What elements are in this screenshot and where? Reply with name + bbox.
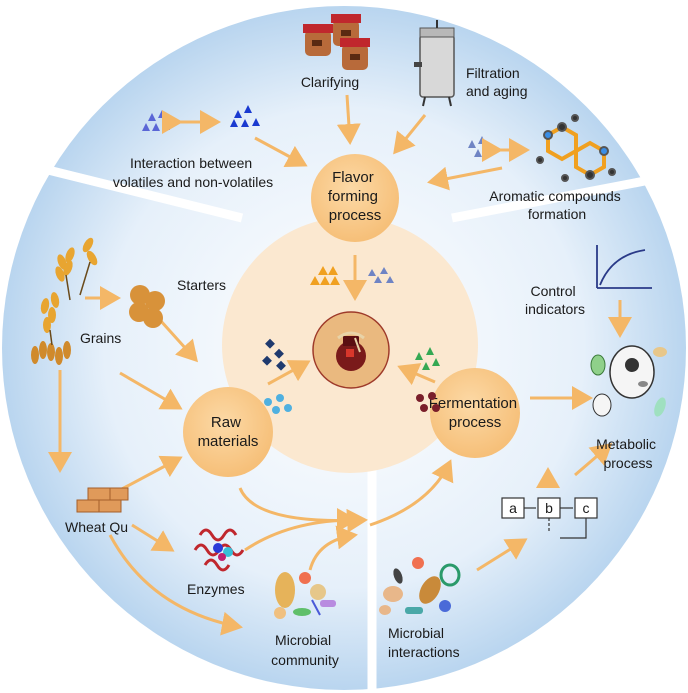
blue-triangles-left — [142, 105, 260, 134]
interaction-label-2: volatiles and non-volatiles — [113, 174, 273, 190]
svg-text:Microbial community: Microbial community — [271, 632, 339, 668]
raw-label-2: materials — [198, 433, 259, 450]
microbes-icon — [274, 572, 336, 619]
pathway-diagram — [501, 497, 598, 539]
starters-icon — [129, 285, 165, 328]
metabolic-label-2: process — [603, 455, 652, 471]
control-indicators-label-1: Control — [530, 283, 575, 299]
maroon-dots — [416, 392, 440, 412]
molecule-icon — [536, 114, 616, 182]
svg-text:Metabolic process: Metabolic process — [596, 436, 660, 471]
clay-jar-icon — [336, 331, 366, 371]
fermentation-node — [430, 368, 520, 458]
clarifying-label: Clarifying — [301, 74, 359, 90]
wheat-icon — [31, 237, 98, 365]
pathway-node-c: c — [583, 500, 590, 516]
steel-tank-icon — [414, 20, 455, 107]
svg-text:Fermentation process: Fermentation process — [429, 395, 522, 431]
grains-label: Grains — [80, 330, 121, 346]
flavor-node — [311, 154, 399, 242]
wine-jars-icon — [303, 14, 370, 70]
control-indicators-label-2: indicators — [525, 301, 585, 317]
svg-text:Aromatic compounds formati: Aromatic compounds formation — [489, 188, 624, 222]
pathway-node-a: a — [509, 500, 517, 516]
interaction-label-1: Interaction between — [130, 155, 252, 171]
metabolic-label-1: Metabolic — [596, 436, 656, 452]
enzyme-protein-icon — [193, 528, 245, 572]
fermentation-label-2: process — [449, 414, 502, 431]
svg-text:Raw materials: Raw materials — [198, 414, 259, 450]
svg-text:Filtration and aging: Filtration and aging — [466, 65, 528, 99]
svg-text:Flavor forming process: Flavor forming process — [328, 169, 382, 224]
raw-label-1: Raw — [211, 414, 241, 431]
flavor-label-1: Flavor — [332, 169, 374, 186]
cell-icon — [590, 345, 667, 417]
growth-curve-icon — [596, 245, 652, 289]
wheat-qu-bricks-icon — [76, 487, 129, 513]
flavor-label-2: forming — [328, 188, 378, 205]
starters-label: Starters — [177, 277, 226, 293]
svg-text:Microbial interactions: Microbial interactions — [388, 625, 460, 660]
flow-arrows — [48, 94, 632, 636]
enzymes-label: Enzymes — [187, 581, 245, 597]
raw-materials-node — [183, 387, 273, 477]
pathway-node-b: b — [545, 500, 553, 516]
wheat-qu-label: Wheat Qu — [65, 519, 128, 535]
green-triangles — [415, 347, 440, 370]
segment-dividers — [38, 163, 651, 693]
cyan-dots — [264, 394, 292, 414]
aromatic-label-2: formation — [528, 206, 586, 222]
svg-text:Interaction between volati: Interaction between volatiles and non-vo… — [113, 155, 273, 190]
navy-diamonds — [262, 338, 286, 371]
svg-text:Control indicators: Control indicators — [525, 283, 585, 317]
microbe-interactions-icon — [379, 557, 461, 615]
microbial-community-label-2: community — [271, 652, 339, 668]
blue-triangles-center — [368, 267, 394, 283]
filtration-label-2: and aging — [466, 83, 528, 99]
aromatic-label-1: Aromatic compounds — [489, 188, 621, 204]
microbial-interactions-label-2: interactions — [388, 644, 460, 660]
filtration-label-1: Filtration — [466, 65, 520, 81]
orange-triangles — [310, 266, 340, 285]
fermentation-label-1: Fermentation — [429, 395, 517, 412]
flavor-label-3: process — [329, 207, 382, 224]
microbial-interactions-label-1: Microbial — [388, 625, 444, 641]
microbial-community-label-1: Microbial — [275, 632, 331, 648]
